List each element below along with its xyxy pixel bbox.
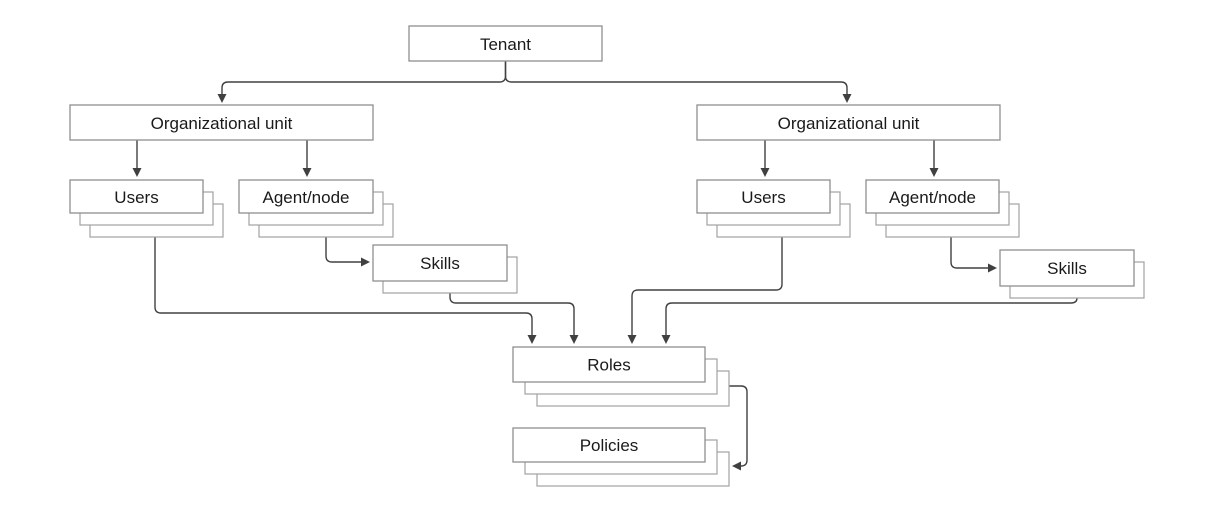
edge-users-right-roles xyxy=(627,237,783,344)
node-agent-node-right: Agent/node xyxy=(865,179,1020,238)
edge-agent-node-right-skills-right xyxy=(950,237,997,273)
node-users-right: Users xyxy=(696,179,851,238)
node-users-left: Users xyxy=(69,179,224,238)
node-skills-right: Skills xyxy=(999,249,1145,299)
node-tenant: Tenant xyxy=(408,25,603,62)
edge-roles-policies xyxy=(729,385,748,471)
node-agent-node-left: Agent/node xyxy=(238,179,394,238)
edge-skills-right-roles xyxy=(661,297,1078,344)
node-users-left-label: Users xyxy=(114,188,158,207)
node-agent-node-right-label: Agent/node xyxy=(889,188,976,207)
edge-agent-node-left-skills-left xyxy=(325,237,370,267)
edge-tenant-org-unit-right xyxy=(504,61,852,103)
node-org-unit-left-label: Organizational unit xyxy=(151,114,293,133)
node-org-unit-right: Organizational unit xyxy=(696,104,1001,141)
node-org-unit-left: Organizational unit xyxy=(69,104,374,141)
node-skills-left: Skills xyxy=(372,244,518,294)
node-skills-right-label: Skills xyxy=(1047,259,1087,278)
node-roles: Roles xyxy=(512,346,730,407)
edges xyxy=(132,61,1078,471)
node-org-unit-right-label: Organizational unit xyxy=(778,114,920,133)
node-agent-node-left-label: Agent/node xyxy=(263,188,350,207)
node-users-right-label: Users xyxy=(741,188,785,207)
edge-tenant-org-unit-left xyxy=(217,61,507,103)
node-policies-label: Policies xyxy=(580,436,639,455)
node-tenant-label: Tenant xyxy=(480,35,531,54)
edge-skills-left-roles xyxy=(449,293,579,344)
node-skills-left-label: Skills xyxy=(420,254,460,273)
node-policies: Policies xyxy=(512,427,730,487)
node-roles-label: Roles xyxy=(587,356,630,375)
edge-users-left-roles xyxy=(154,237,537,344)
